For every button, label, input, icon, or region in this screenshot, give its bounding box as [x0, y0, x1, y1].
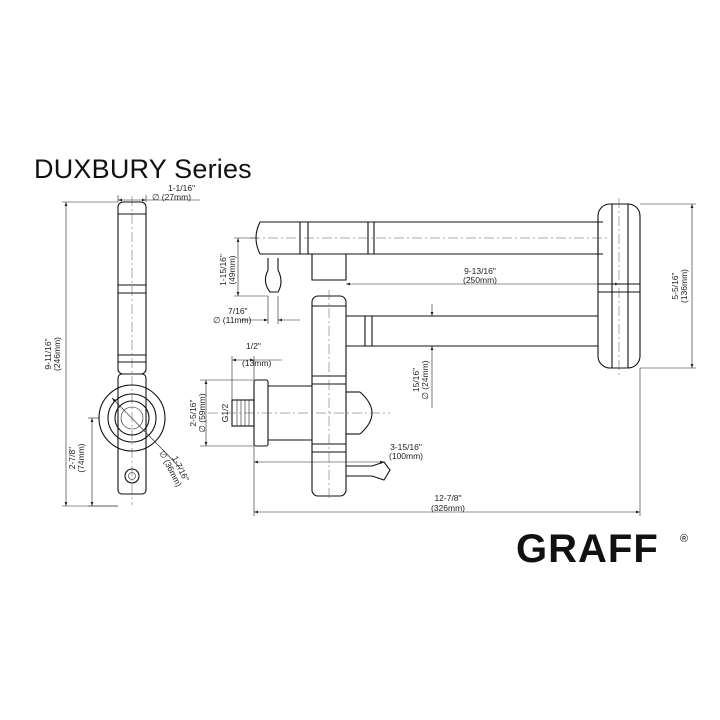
dim-base-height-metric: (74mm): [76, 443, 86, 472]
dim-thread-len-imperial: 1/2": [246, 341, 261, 351]
dim-arm-dia-imperial: 15/16": [411, 368, 421, 392]
dim-arm-dia-metric: ∅ (24mm): [420, 360, 430, 399]
dim-total-height-imperial: 9-11/16": [43, 338, 53, 369]
dim-escutcheon-dia-metric: ∅ (59mm): [197, 393, 207, 432]
dim-thread-len-metric: (13mm): [242, 358, 271, 368]
dim-arm-height-imperial: 5-5/16": [670, 272, 680, 299]
brand-registered-mark: ®: [680, 533, 688, 545]
dim-thread-label: G1/2: [220, 404, 230, 423]
page-title: DUXBURY Series: [34, 154, 252, 184]
dim-valve-depth-metric: (100mm): [389, 451, 423, 461]
dim-total-reach-metric: (326mm): [431, 503, 465, 513]
front-view: [200, 198, 696, 516]
dimension-labels: 1-1/16" ∅ (27mm) 9-11/16" (246mm) 2-7/8"…: [43, 183, 689, 513]
dim-handle-drop-imperial: 1-15/16": [218, 254, 228, 286]
dim-arm-length-imperial: 9-13/16": [464, 266, 496, 276]
dim-handle-dia-metric: ∅ (11mm): [213, 315, 252, 325]
dim-base-height-imperial: 2-7/8": [67, 447, 77, 469]
dim-top-dia-imperial: 1-1/16": [168, 183, 195, 193]
dim-arm-length-metric: (250mm): [463, 275, 497, 285]
dim-arm-height-metric: (136mm): [679, 269, 689, 303]
dim-total-height-metric: (246mm): [52, 337, 62, 371]
dim-escutcheon-dia-imperial: 2-5/16": [188, 399, 198, 426]
dim-valve-depth-imperial: 3-15/16": [390, 442, 422, 452]
dim-total-reach-imperial: 12-7/8": [434, 493, 461, 503]
dim-handle-drop-metric: (49mm): [227, 255, 237, 284]
brand-name: GRAFF: [516, 527, 659, 571]
dim-handle-dia-imperial: 7/16": [228, 306, 248, 316]
side-view: [62, 195, 200, 507]
brand-logo: GRAFF ®: [516, 527, 688, 571]
dim-top-dia-metric: ∅ (27mm): [152, 192, 191, 202]
